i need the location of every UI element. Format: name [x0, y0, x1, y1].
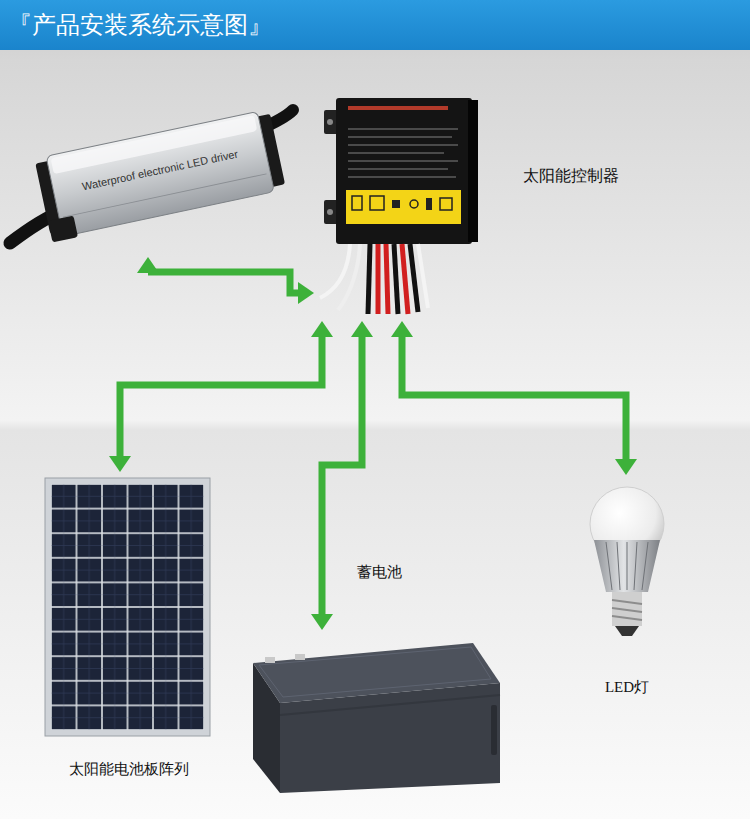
connector-line	[402, 336, 626, 460]
device-node: LED灯	[582, 480, 672, 705]
solar-panel-picture	[45, 478, 210, 736]
connector-arrow	[311, 321, 373, 630]
connector-arrow	[137, 257, 314, 304]
battery-picture	[253, 643, 500, 793]
arrow-head	[311, 321, 333, 337]
connector-line	[120, 336, 322, 457]
node-label: LED灯	[605, 678, 649, 697]
arrow-head	[298, 282, 314, 304]
arrow-head	[615, 459, 637, 475]
connector-arrow	[391, 321, 637, 475]
connector-arrow	[109, 321, 333, 472]
node-label: 太阳能控制器	[523, 166, 619, 187]
led-bulb-picture	[590, 487, 664, 636]
connector-line	[322, 336, 362, 615]
arrow-head	[109, 456, 131, 472]
node-label: 蓄电池	[357, 563, 402, 582]
device-node: 太阳能控制器	[318, 88, 648, 315]
node-label: 太阳能电池板阵列	[69, 760, 189, 779]
device-node: 蓄电池	[245, 635, 505, 795]
device-node: 太阳能电池板阵列	[40, 478, 218, 788]
connector-line	[148, 272, 299, 293]
device-node: Waterproof electronic LED driver	[10, 78, 295, 253]
page-title: 『产品安装系统示意图』	[0, 0, 272, 50]
controller-picture	[320, 98, 478, 314]
arrow-head	[311, 614, 333, 630]
arrow-head	[351, 321, 373, 337]
node-label: Waterproof electronic LED driver	[81, 148, 239, 193]
arrow-head	[391, 321, 413, 337]
arrow-head	[137, 257, 159, 273]
header-bar: 『产品安装系统示意图』	[0, 0, 750, 50]
led-driver-picture	[10, 109, 293, 243]
